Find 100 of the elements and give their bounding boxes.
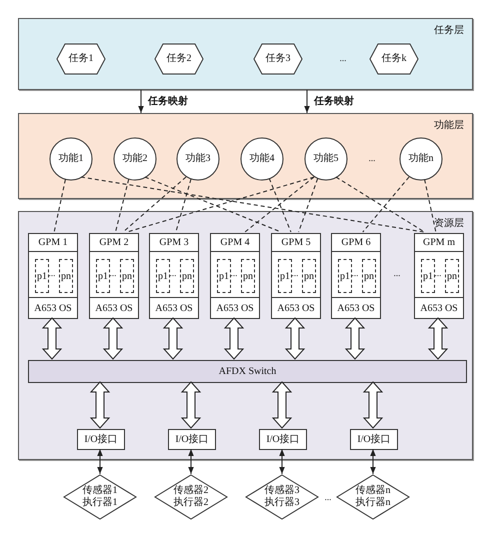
node-label: 任务2 bbox=[166, 53, 192, 65]
partition-box bbox=[35, 259, 49, 293]
gpm-title: GPM 4 bbox=[211, 234, 259, 252]
arrow bbox=[304, 90, 310, 114]
block-arrow bbox=[362, 381, 384, 429]
node-label: 功能2 bbox=[122, 153, 148, 165]
node-label: 执行器n bbox=[356, 497, 390, 509]
dashed-connector bbox=[336, 176, 425, 232]
layer-title: 任务层 bbox=[434, 24, 464, 38]
dashed-connector bbox=[424, 179, 436, 232]
ellipsis-text: ... bbox=[48, 268, 56, 278]
node-label: 功能4 bbox=[250, 153, 274, 165]
node-label: 任务3 bbox=[266, 53, 290, 65]
partition-label: pn bbox=[61, 270, 71, 282]
interface-box bbox=[168, 429, 216, 450]
partition-label: pn bbox=[304, 270, 314, 282]
gpm-module bbox=[149, 233, 199, 319]
arrow bbox=[138, 90, 144, 114]
layer-panel bbox=[18, 18, 473, 90]
gpm-module bbox=[89, 233, 139, 319]
interface-box bbox=[77, 429, 125, 450]
partition-box bbox=[421, 259, 435, 293]
ellipsis-text: ... bbox=[368, 153, 376, 163]
partition-box bbox=[241, 259, 255, 293]
node-label: 传感器n bbox=[356, 485, 390, 496]
ellipsis-text: ... bbox=[324, 492, 332, 502]
block-arrow bbox=[180, 381, 202, 429]
dashed-connector bbox=[298, 178, 318, 232]
dashed-connector bbox=[54, 179, 66, 232]
gpm-title: GPM 5 bbox=[272, 234, 320, 252]
os-label: A653 OS bbox=[90, 297, 138, 318]
node-label: 功能3 bbox=[186, 153, 210, 165]
arrow bbox=[97, 448, 103, 474]
partition-label: pn bbox=[364, 270, 374, 282]
arrow bbox=[370, 448, 376, 474]
partition-box bbox=[217, 259, 231, 293]
gpm-module bbox=[271, 233, 321, 319]
partition-label: pn bbox=[122, 270, 132, 282]
node-label: I/O接口 bbox=[357, 432, 391, 447]
block-arrow bbox=[284, 317, 306, 360]
dashed-connector bbox=[122, 176, 186, 232]
gpm-title: GPM 6 bbox=[332, 234, 380, 252]
partition-box bbox=[362, 259, 376, 293]
os-label: A653 OS bbox=[272, 297, 320, 318]
block-arrow bbox=[42, 317, 62, 360]
block-arrow bbox=[162, 317, 184, 360]
dashed-connector bbox=[362, 176, 410, 232]
partition-box bbox=[59, 259, 73, 293]
partition-box bbox=[120, 259, 134, 293]
partition-box bbox=[302, 259, 316, 293]
ellipsis-text: ... bbox=[110, 268, 116, 278]
partition-box bbox=[180, 259, 194, 293]
layer-title: 功能层 bbox=[434, 118, 464, 133]
os-label: A653 OS bbox=[332, 297, 380, 318]
ellipsis-text: ... bbox=[292, 268, 298, 278]
node-label: 传感器2 bbox=[174, 485, 208, 496]
ellipsis-text: ... bbox=[230, 268, 238, 278]
arrow bbox=[279, 448, 285, 474]
node-label: 功能1 bbox=[58, 153, 84, 165]
node-label: 传感器1 bbox=[82, 485, 118, 496]
dashed-connector bbox=[80, 176, 424, 232]
dashed-connector bbox=[115, 178, 130, 232]
layer-title: 资源层 bbox=[434, 217, 464, 231]
partition-label: p1 bbox=[158, 270, 168, 282]
partition-box bbox=[156, 259, 170, 293]
gpm-title: GPM m bbox=[415, 234, 463, 252]
node-label: 功能5 bbox=[314, 153, 338, 165]
partition-label: pn bbox=[243, 270, 253, 282]
partition-label: p1 bbox=[98, 270, 108, 282]
gpm-title: GPM 1 bbox=[29, 234, 77, 252]
os-label: A653 OS bbox=[29, 297, 77, 318]
partition-label: p1 bbox=[340, 270, 350, 282]
gpm-module bbox=[414, 233, 464, 319]
partition-label: p1 bbox=[219, 270, 229, 282]
gpm-module bbox=[210, 233, 260, 319]
gpm-title: GPM 3 bbox=[150, 234, 198, 252]
os-label: A653 OS bbox=[211, 297, 259, 318]
block-arrow bbox=[90, 381, 110, 429]
node-label: AFDX Switch bbox=[218, 365, 276, 379]
layer-panel bbox=[18, 211, 473, 460]
ellipsis-text: ... bbox=[340, 53, 346, 63]
ellipsis-text: ... bbox=[352, 268, 358, 278]
node-label: I/O接口 bbox=[266, 432, 300, 447]
edge-label: 任务映射 bbox=[313, 96, 355, 108]
node-label: I/O接口 bbox=[175, 432, 209, 447]
os-label: A653 OS bbox=[150, 297, 198, 318]
node-label: I/O接口 bbox=[84, 432, 118, 447]
interface-box bbox=[259, 429, 307, 450]
node-label: 功能n bbox=[408, 153, 434, 165]
block-arrow bbox=[272, 381, 292, 429]
node-label: 执行器2 bbox=[174, 497, 208, 509]
block-arrow bbox=[224, 317, 244, 360]
interface-box bbox=[350, 429, 398, 450]
dashed-connector bbox=[244, 176, 314, 232]
gpm-module bbox=[28, 233, 78, 319]
dashed-connector bbox=[144, 176, 282, 232]
partition-box bbox=[96, 259, 110, 293]
ellipsis-text: ... bbox=[394, 268, 400, 278]
node-label: 传感器3 bbox=[264, 485, 300, 496]
partition-label: pn bbox=[182, 270, 192, 282]
